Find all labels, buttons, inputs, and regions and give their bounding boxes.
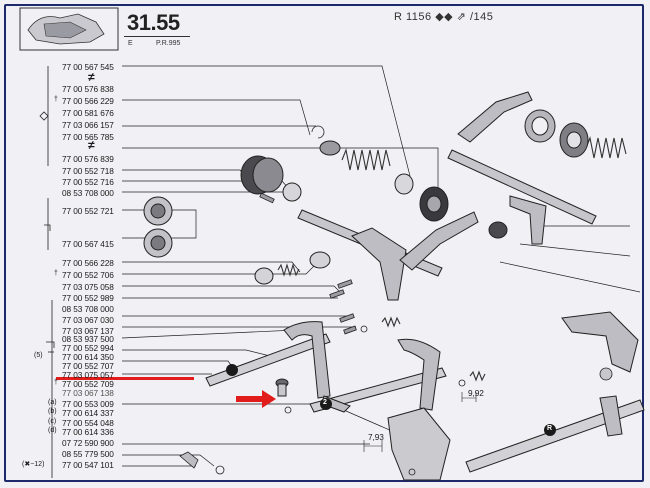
badge-label-1: 2 xyxy=(323,399,327,406)
part-number: 77 00 614 350 xyxy=(62,352,114,362)
part-prefix: † xyxy=(54,270,58,277)
part-prefix: (d) xyxy=(48,427,57,434)
part-number: 08 53 708 000 xyxy=(62,304,114,314)
highlight-marker xyxy=(56,377,276,408)
not-equal-mark-2: ≠ xyxy=(88,138,95,152)
part-prefix: † xyxy=(54,379,58,386)
part-number: 77 00 552 716 xyxy=(62,177,114,187)
part-number: 77 00 565 785 xyxy=(62,132,114,142)
page-number-underline xyxy=(124,10,190,37)
part-prefix: (5) xyxy=(34,352,43,359)
part-number: 77 00 552 721 xyxy=(62,206,114,216)
part-number: 77 00 614 336 xyxy=(62,427,114,437)
dimension-label-2: 7,93 xyxy=(368,432,384,442)
part-number: 77 00 576 839 xyxy=(62,154,114,164)
part-number: 77 00 552 718 xyxy=(62,166,114,176)
shift-forks xyxy=(283,91,639,481)
part-number: 77 00 552 709 xyxy=(62,379,114,389)
part-number: 77 00 576 838 xyxy=(62,84,114,94)
part-number: 77 00 552 707 xyxy=(62,361,114,371)
dimension-label-1: 9,92 xyxy=(468,388,484,398)
part-number: 77 00 566 229 xyxy=(62,96,114,106)
badge-label-2: R xyxy=(547,425,552,432)
part-number: 77 03 067 138 xyxy=(62,388,114,398)
part-number: 08 53 708 000 xyxy=(62,188,114,198)
part-number: 07 72 590 900 xyxy=(62,438,114,448)
part-number: 77 00 552 994 xyxy=(62,343,114,353)
part-number: 77 00 553 009 xyxy=(62,399,114,409)
part-number: 77 03 067 030 xyxy=(62,315,114,325)
bushes xyxy=(143,109,589,397)
page-number: 31.55 xyxy=(127,10,180,35)
page-section-letter: E xyxy=(128,40,133,47)
part-number: 77 00 552 989 xyxy=(62,293,114,303)
reference-code: R 1156 ◆◆ ⇗ /145 xyxy=(394,11,494,23)
page-border xyxy=(4,4,644,482)
part-number: 77 03 067 137 xyxy=(62,326,114,336)
part-number: 77 00 567 545 xyxy=(62,62,114,72)
part-number: 77 00 567 415 xyxy=(62,239,114,249)
part-number: 77 00 552 706 xyxy=(62,270,114,280)
part-number: 77 00 554 048 xyxy=(62,418,114,428)
badges xyxy=(226,364,556,436)
part-number: 08 53 937 500 xyxy=(62,334,114,344)
part-prefix: (b) xyxy=(48,408,57,415)
part-number: 08 55 779 500 xyxy=(62,449,114,459)
page-edition: P.R.995 xyxy=(156,40,181,47)
right-leaders xyxy=(499,225,641,293)
part-number: 77 00 581 676 xyxy=(62,108,114,118)
part-number: 77 03 075 057 xyxy=(62,370,114,380)
not-equal-mark-1: ≠ xyxy=(88,70,95,84)
part-number: 77 00 566 228 xyxy=(62,258,114,268)
part-prefix: (✖−12) xyxy=(22,461,45,468)
margin-marks xyxy=(39,111,55,353)
part-number: 77 03 075 058 xyxy=(62,282,114,292)
part-prefix: (c) xyxy=(48,418,57,425)
part-number: 77 00 547 101 xyxy=(62,460,114,470)
gearbox-thumbnail-icon xyxy=(19,7,119,51)
red-arrow-icon xyxy=(236,390,276,408)
part-prefix: (a) xyxy=(48,399,57,406)
part-number: 77 03 066 157 xyxy=(62,120,114,130)
dimension-lines xyxy=(363,392,477,452)
springs xyxy=(277,136,627,382)
pins xyxy=(179,125,613,476)
part-prefix: † xyxy=(54,96,58,103)
part-number: 77 00 614 337 xyxy=(62,408,114,418)
